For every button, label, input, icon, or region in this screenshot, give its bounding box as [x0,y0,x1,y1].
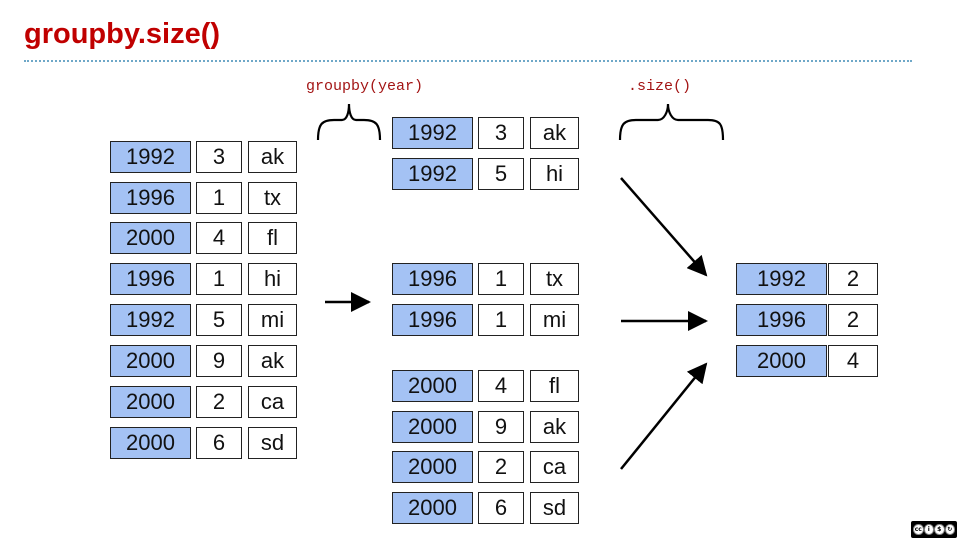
year-cell: 2000 [110,345,191,377]
value-cell: 5 [196,304,242,336]
slide-title: groupby.size() [24,18,221,50]
value-cell: ak [248,141,297,173]
value-cell: 9 [478,411,524,443]
value-cell: ak [530,411,579,443]
value-cell: hi [248,263,297,295]
value-cell: 1 [196,182,242,214]
year-cell: 1996 [110,182,191,214]
value-cell: 3 [196,141,242,173]
value-cell: hi [530,158,579,190]
year-cell: 1992 [110,141,191,173]
size-label: .size() [628,78,692,95]
title-divider [24,60,912,62]
value-cell: fl [248,222,297,254]
value-cell: ca [530,451,579,483]
value-cell: ca [248,386,297,418]
year-cell: 2000 [110,427,191,459]
value-cell: tx [530,263,579,295]
arrow-group-2000 [620,362,708,470]
year-cell: 2000 [110,222,191,254]
year-cell: 2000 [392,492,473,524]
year-cell: 1996 [736,304,827,336]
value-cell: 9 [196,345,242,377]
groupby-brace [316,103,382,141]
year-cell: 2000 [392,451,473,483]
year-cell: 1996 [392,304,473,336]
year-cell: 1996 [392,263,473,295]
value-cell: 2 [828,263,878,295]
value-cell: sd [248,427,297,459]
value-cell: 2 [478,451,524,483]
arrow-group-1992 [620,177,708,277]
size-brace [618,103,725,141]
year-cell: 1996 [110,263,191,295]
value-cell: 6 [196,427,242,459]
year-cell: 1992 [736,263,827,295]
value-cell: 6 [478,492,524,524]
value-cell: fl [530,370,579,402]
year-cell: 1992 [392,158,473,190]
year-cell: 1992 [110,304,191,336]
value-cell: 3 [478,117,524,149]
value-cell: 1 [196,263,242,295]
value-cell: 2 [828,304,878,336]
value-cell: 4 [478,370,524,402]
value-cell: sd [530,492,579,524]
value-cell: mi [248,304,297,336]
year-cell: 1992 [392,117,473,149]
year-cell: 2000 [392,370,473,402]
value-cell: mi [530,304,579,336]
year-cell: 2000 [736,345,827,377]
value-cell: 5 [478,158,524,190]
value-cell: 4 [196,222,242,254]
value-cell: 4 [828,345,878,377]
groupby-label: groupby(year) [306,78,424,95]
value-cell: ak [530,117,579,149]
year-cell: 2000 [392,411,473,443]
value-cell: tx [248,182,297,214]
value-cell: 2 [196,386,242,418]
value-cell: ak [248,345,297,377]
year-cell: 2000 [110,386,191,418]
value-cell: 1 [478,304,524,336]
value-cell: 1 [478,263,524,295]
